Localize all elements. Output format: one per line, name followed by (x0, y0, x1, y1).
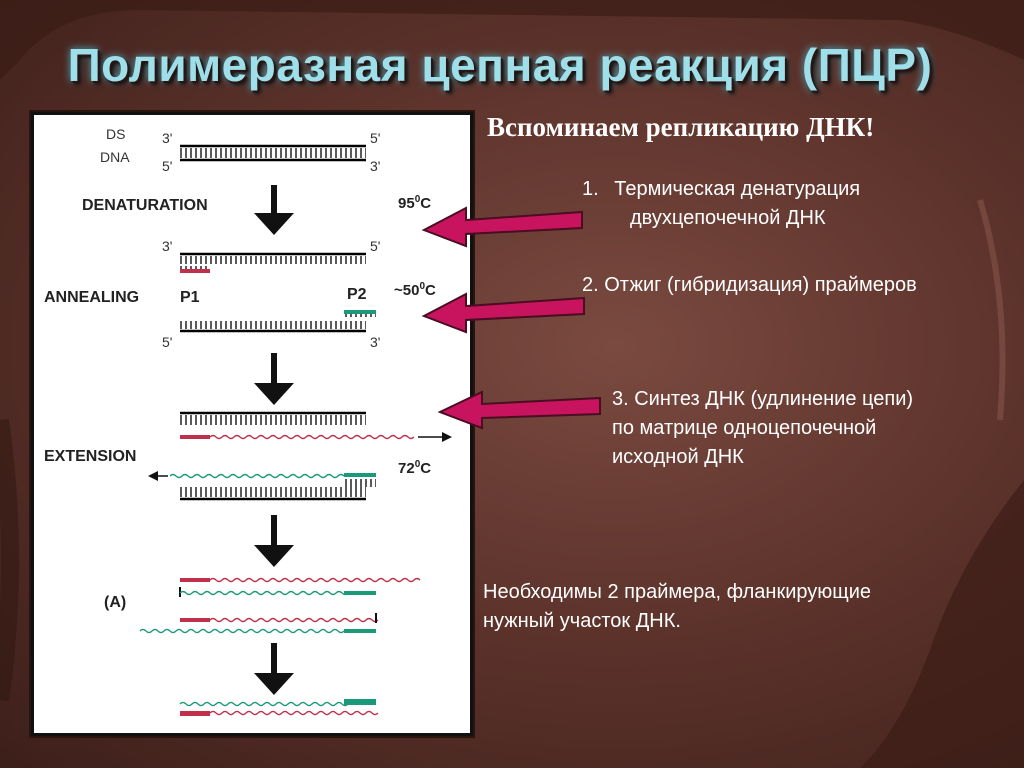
ext-primer-p2 (344, 473, 376, 477)
prod1-primer-green (344, 591, 376, 595)
ext-new-strand-green (169, 473, 345, 479)
final-primer-red (180, 711, 210, 716)
step-1-line2: двухцепочечной ДНК (630, 207, 826, 229)
denaturation-label: DENATURATION (82, 197, 208, 214)
dna-label: DNA (100, 149, 130, 165)
left-arrow-extension (148, 471, 168, 481)
end-3-top: 3' (162, 130, 172, 146)
prod2-green-strand (139, 628, 345, 634)
step-3-line3: исходной ДНК (612, 446, 744, 468)
primer-p1-bases (180, 266, 210, 269)
end-3-denat: 3' (162, 238, 172, 254)
down-arrow-4 (254, 643, 294, 695)
p1-label: P1 (180, 289, 200, 306)
ext-template-bottom-bases (180, 487, 366, 497)
end-5-bottom: 5' (162, 158, 172, 174)
primer-note-line1: Необходимы 2 праймера, фланкирующие (483, 581, 872, 603)
down-arrow-3 (254, 515, 294, 567)
p2-label: P2 (347, 286, 367, 303)
prod2-primer-green (344, 629, 376, 633)
step-2: 2. Отжиг (гибридизация) праймеров (582, 274, 917, 296)
prod2-primer-red (180, 618, 210, 622)
temp-annealing: ~500C (394, 281, 436, 299)
primer-p2 (344, 310, 376, 314)
step-3-line1: 3. Синтез ДНК (удлинение цепи) (612, 388, 914, 410)
step-3: 3. Синтез ДНК (удлинение цепи) по матриц… (612, 385, 913, 472)
temp-extension: 720C (398, 459, 431, 477)
pcr-diagram-panel: DS DNA 3' 5' 5' 3' DENATURATION 950C 3' … (31, 112, 473, 736)
primer-p2-bases (344, 314, 376, 317)
down-arrow-2 (254, 353, 294, 405)
ds-base-pairs (180, 148, 366, 158)
down-arrow-1 (254, 185, 294, 235)
end-3-anneal: 3' (370, 334, 380, 350)
prod2-red-strand (209, 617, 379, 623)
prod1-green-strand (179, 590, 349, 596)
ext-template-top-bases (180, 415, 366, 425)
step-1-number: 1. (582, 178, 599, 200)
prod1-primer-red (180, 578, 210, 582)
prod1-red-strand (209, 577, 421, 583)
single-strand-top-bases (180, 256, 366, 264)
slide-title: Полимеразная цепная реакция (ПЦР) (67, 39, 933, 91)
ds-label: DS (106, 126, 125, 142)
annealing-label: ANNEALING (44, 289, 139, 306)
step-1: 1. Термическая денатурация двухцепочечно… (582, 175, 860, 233)
ext-new-strand-red (209, 434, 415, 440)
final-primer-green (344, 699, 376, 705)
right-arrow-extension (418, 432, 452, 442)
step-1-line1: Термическая денатурация (614, 178, 861, 200)
primer-p1 (180, 269, 210, 273)
ext-primer-p1 (180, 435, 210, 439)
panel-a-label: (A) (104, 594, 126, 611)
primer-note-line2: нужный участок ДНК. (483, 610, 681, 632)
end-5-denat: 5' (370, 238, 380, 254)
step-3-line2: по матрице одноцепочечной (612, 417, 877, 439)
end-5-anneal: 5' (162, 334, 172, 350)
single-strand-bottom-bases (180, 321, 366, 329)
slide-subtitle: Вспоминаем репликацию ДНК! (487, 112, 875, 142)
final-red-strand (209, 710, 379, 716)
ext-p2-bases (344, 479, 376, 487)
end-3-bottom: 3' (370, 158, 380, 174)
final-green-strand (179, 701, 349, 707)
primer-note: Необходимы 2 праймера, фланкирующие нужн… (483, 578, 871, 636)
temp-denaturation: 950C (398, 194, 431, 212)
pcr-diagram: DS DNA 3' 5' 5' 3' DENATURATION 950C 3' … (44, 126, 452, 716)
extension-label: EXTENSION (44, 448, 136, 465)
end-5-top: 5' (370, 130, 380, 146)
